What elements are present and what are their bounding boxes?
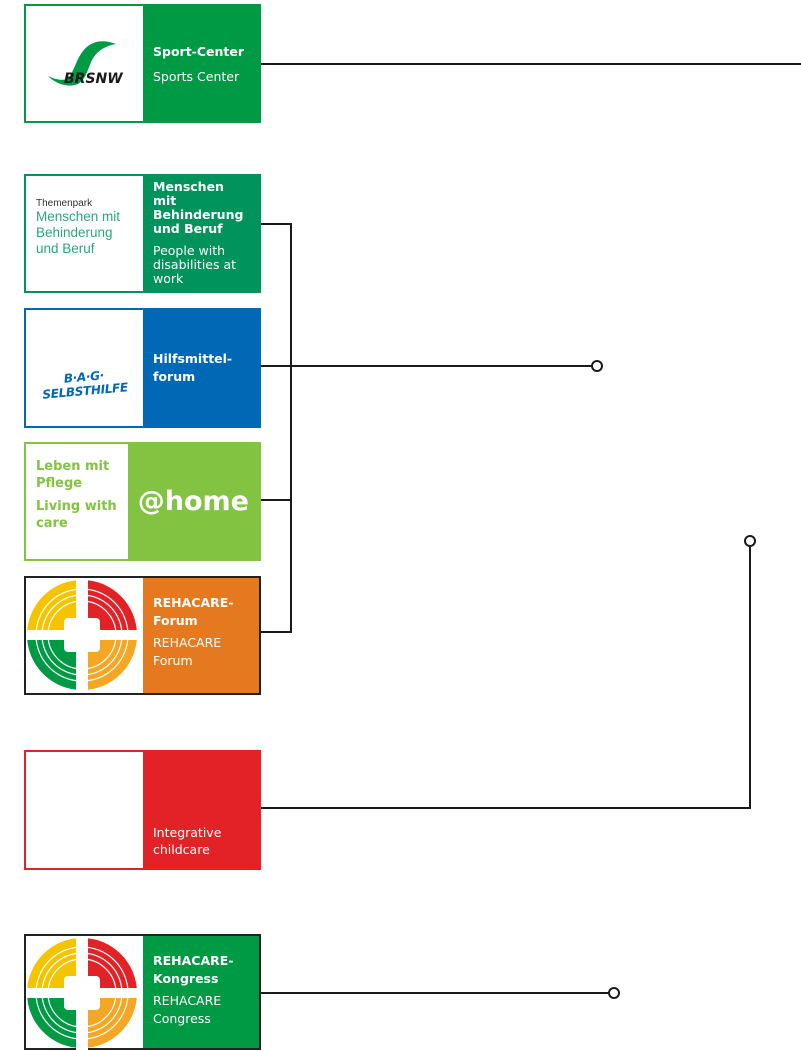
home-logo-de: Leben mit Pflege bbox=[36, 459, 110, 491]
rehacare-kongress-logo bbox=[26, 936, 143, 1051]
sport-center-title-en: Sports Center bbox=[153, 68, 240, 84]
rehacare-wheel-icon bbox=[26, 578, 139, 693]
rehacare-kongress-title-de: REHACARE-Kongress bbox=[153, 953, 234, 986]
sport-center-box: BRSNW Sport-Center Sports Center bbox=[24, 4, 261, 123]
rehacare-forum-label: REHACARE-Forum REHACARE Forum bbox=[143, 578, 259, 693]
rehacare-kongress-label: REHACARE-Kongress REHACARE Congress bbox=[143, 936, 259, 1048]
rehacare-forum-title-en: REHACARE Forum bbox=[153, 635, 222, 668]
home-label: @home bbox=[127, 444, 259, 559]
themenpark-box: Themenpark Menschen mit Behinderung und … bbox=[24, 174, 261, 293]
themenpark-label: Menschen mit Behinderung und Beruf Peopl… bbox=[143, 176, 259, 291]
childcare-box: Integrative childcare bbox=[24, 750, 261, 870]
connector-group-bracket bbox=[261, 223, 292, 633]
home-logo: Leben mit Pflege Living with care bbox=[26, 444, 128, 559]
childcare-title: Integrative childcare bbox=[153, 825, 222, 857]
rehacare-kongress-title-en: REHACARE Congress bbox=[153, 993, 222, 1026]
rehacare-kongress-box: REHACARE-Kongress REHACARE Congress bbox=[24, 934, 261, 1051]
childcare-label: Integrative childcare bbox=[143, 752, 259, 868]
connector-child bbox=[261, 547, 751, 809]
connector-child-end bbox=[744, 535, 756, 547]
sport-center-title-de: Sport-Center bbox=[153, 43, 245, 59]
themenpark-logo-line2: Behinderung bbox=[36, 225, 113, 240]
brsnw-logo-text: BRSNW bbox=[64, 71, 123, 87]
themenpark-logo-line1: Menschen mit bbox=[36, 209, 121, 224]
hilfsmittel-box: B·A·G· SELBSTHILFE Hilfsmittel-forum bbox=[24, 308, 261, 428]
rehacare-forum-logo bbox=[26, 578, 143, 693]
home-title: @home bbox=[137, 486, 249, 517]
themenpark-logo-small: Themenpark bbox=[36, 198, 93, 209]
themenpark-title-de: Menschen mit Behinderung und Beruf bbox=[153, 179, 244, 236]
themenpark-title-en: People with disabilities at work bbox=[153, 243, 237, 286]
home-logo-en: Living with care bbox=[36, 499, 117, 531]
brsnw-swoosh-icon bbox=[48, 41, 116, 86]
hilfsmittel-label: Hilfsmittel-forum bbox=[143, 310, 259, 426]
rehacare-wheel-icon bbox=[26, 936, 139, 1051]
themenpark-logo: Themenpark Menschen mit Behinderung und … bbox=[26, 176, 143, 291]
sport-center-label: Sport-Center Sports Center bbox=[143, 6, 259, 121]
connector-kongress-end bbox=[608, 987, 620, 999]
themenpark-logo-line3: und Beruf bbox=[36, 241, 95, 256]
hilfsmittel-title: Hilfsmittel-forum bbox=[153, 351, 233, 384]
brsnw-logo: BRSNW bbox=[26, 6, 143, 121]
rehacare-forum-box: REHACARE-Forum REHACARE Forum bbox=[24, 576, 261, 695]
childcare-logo bbox=[26, 752, 143, 868]
bag-selbsthilfe-logo: B·A·G· SELBSTHILFE bbox=[26, 310, 143, 426]
home-box: Leben mit Pflege Living with care @home bbox=[24, 442, 261, 561]
connector-hilfs-end bbox=[591, 360, 603, 372]
rehacare-forum-title-de: REHACARE-Forum bbox=[153, 595, 234, 628]
bag-selbsthilfe-text: B·A·G· SELBSTHILFE bbox=[41, 368, 129, 402]
